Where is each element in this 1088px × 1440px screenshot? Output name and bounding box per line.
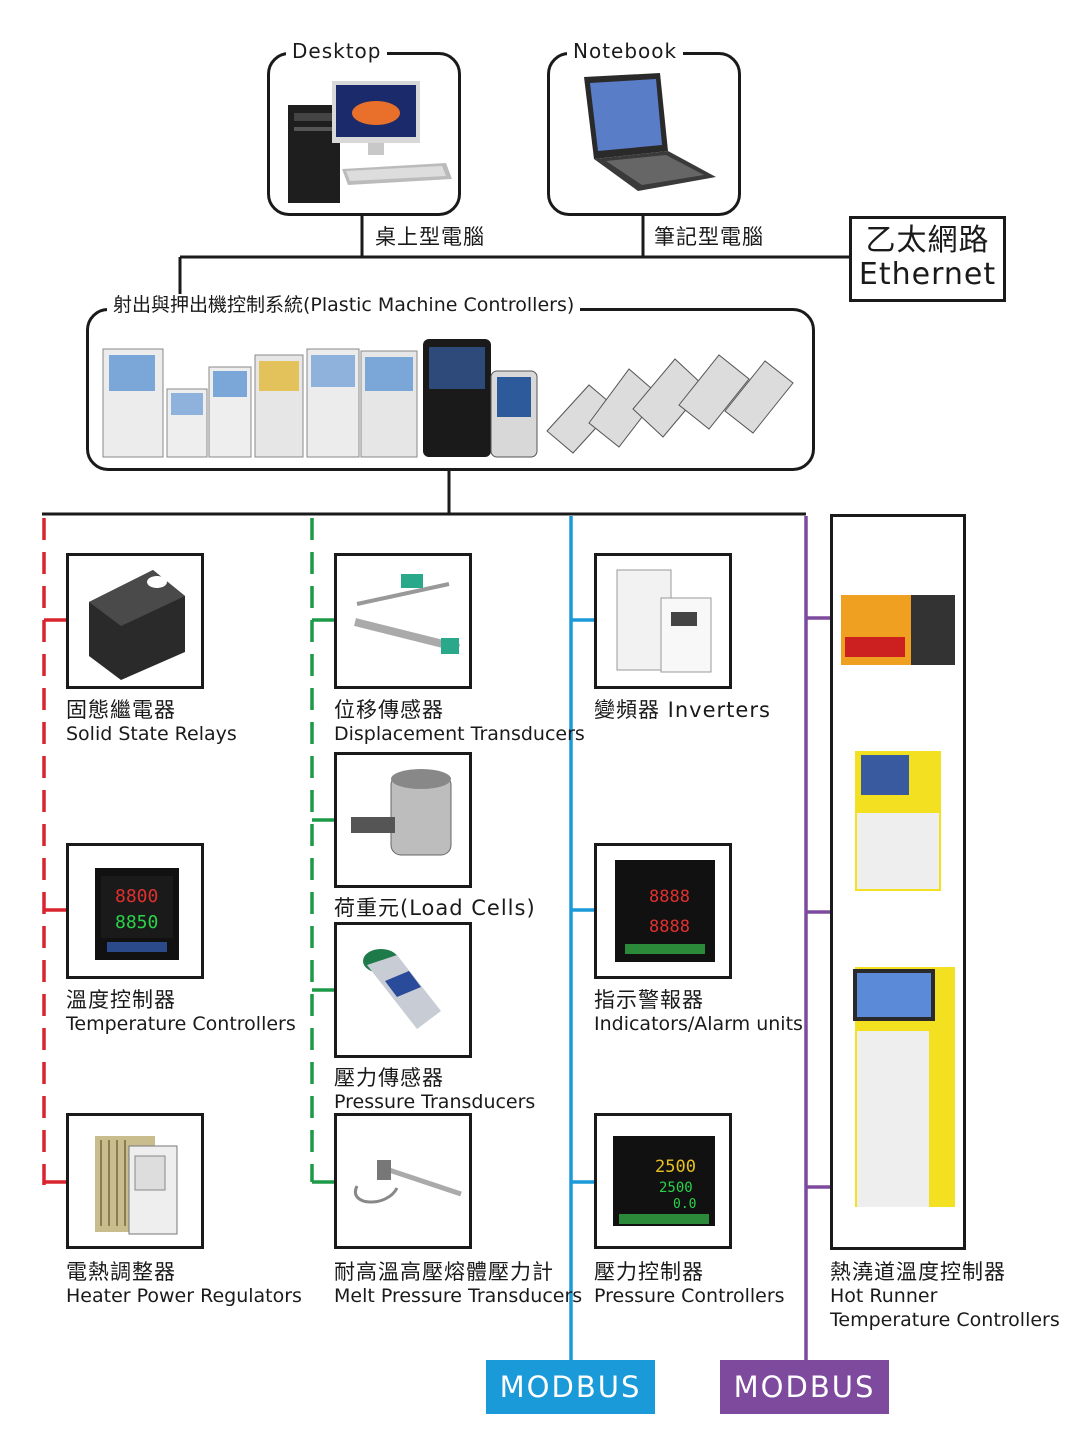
indicator-icon: 8888 8888: [615, 860, 715, 962]
heater-power-regulator-icon: [95, 1136, 178, 1235]
pressure-transducer-icon: [363, 949, 441, 1029]
svg-text:8888: 8888: [649, 917, 690, 937]
desktop-legend: Desktop: [286, 40, 388, 62]
notebook-box: [547, 52, 741, 216]
temperature-controller-icon: 8800 8850: [95, 868, 179, 960]
plastic-machine-controllers-box: [86, 308, 815, 471]
melt-pressure-transducer-icon: [353, 1160, 462, 1204]
inverter-label: 變頻器 Inverters: [594, 698, 771, 722]
svg-text:8888: 8888: [649, 887, 690, 907]
modbus-blue-label: MODBUS: [486, 1360, 655, 1414]
controllers-legend: 射出與押出機控制系統(Plastic Machine Controllers): [107, 294, 581, 316]
pressure-transducer-frame: [334, 922, 472, 1058]
ethernet-en: Ethernet: [858, 257, 997, 292]
modbus-purple-label: MODBUS: [720, 1360, 889, 1414]
melt-pressure-transducer-frame: [334, 1113, 472, 1249]
temperature-controller-frame: 8800 8850: [66, 843, 204, 979]
svg-text:2500: 2500: [659, 1180, 693, 1196]
load-cell-icon: [351, 769, 452, 856]
heater-power-regulator-frame: [66, 1113, 204, 1249]
notebook-zh-label: 筆記型電腦: [654, 225, 764, 249]
indicator-frame: 8888 8888: [594, 843, 732, 979]
ethernet-label-box: 乙太網路 Ethernet: [849, 216, 1006, 302]
hot-runner-frame: [830, 514, 966, 1250]
desktop-zh-label: 桌上型電腦: [375, 225, 485, 249]
ethernet-zh: 乙太網路: [865, 223, 990, 258]
hot-runner-controllers-icon: [841, 595, 955, 1207]
displacement-transducer-frame: [334, 553, 472, 689]
svg-text:8800: 8800: [115, 886, 158, 907]
pressure-controller-icon: 2500 2500 0.0: [613, 1136, 715, 1226]
displacement-transducer-icon: [354, 574, 460, 654]
svg-text:0.0: 0.0: [673, 1197, 696, 1212]
inverter-frame: [594, 553, 732, 689]
notebook-computer-icon: [584, 73, 716, 191]
controller-panels-icon: [102, 339, 794, 458]
solid-state-relay-frame: [66, 553, 204, 689]
desktop-box: [267, 52, 461, 216]
load-cell-frame: [334, 752, 472, 888]
desktop-computer-icon: [288, 81, 452, 203]
svg-text:2500: 2500: [655, 1157, 696, 1177]
notebook-legend: Notebook: [567, 40, 684, 62]
inverter-icon: [616, 569, 712, 673]
hot-runner-label: 熱澆道溫度控制器 Hot Runner Temperature Controll…: [830, 1260, 1060, 1331]
solid-state-relay-icon: [89, 570, 185, 680]
load-cell-label: 荷重元(Load Cells): [334, 896, 536, 920]
pressure-controller-frame: 2500 2500 0.0: [594, 1113, 732, 1249]
svg-text:8850: 8850: [115, 912, 158, 933]
